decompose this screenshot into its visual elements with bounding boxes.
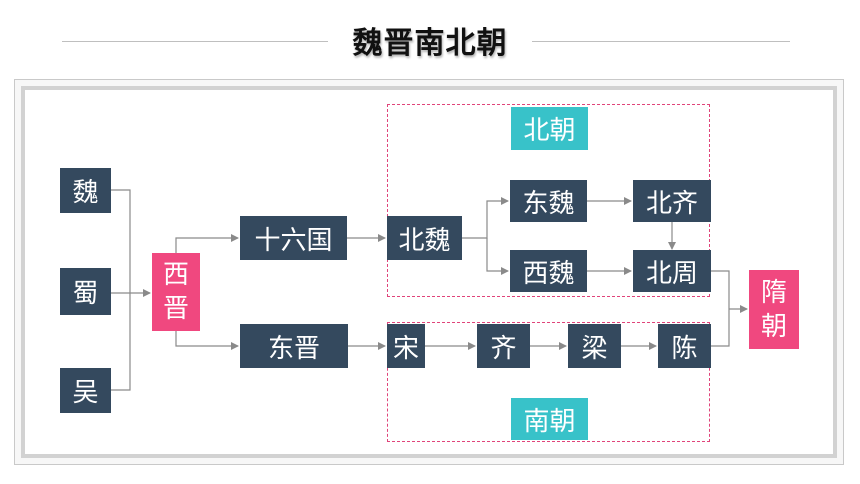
node-qi: 齐 — [477, 324, 530, 368]
page-title: 魏晋南北朝 — [352, 26, 508, 61]
node-chen: 陈 — [658, 324, 711, 368]
node-wu: 吴 — [60, 368, 111, 413]
node-beiqi: 北齐 — [633, 180, 711, 222]
connector-beiwei-dongwei — [462, 197, 509, 239]
node-suichao-char-1: 隋 — [760, 277, 787, 308]
node-xijin-char-2: 晋 — [162, 294, 189, 324]
node-dongwei: 东魏 — [510, 180, 587, 222]
node-suichao: 隋 朝 — [749, 270, 799, 349]
label-beichao: 北朝 — [511, 107, 588, 150]
node-liang: 梁 — [568, 324, 621, 368]
node-xijin-char-1: 西 — [162, 260, 189, 290]
node-shiliuguo: 十六国 — [240, 216, 347, 260]
title-rule-left — [62, 41, 328, 42]
node-xijin: 西 晋 — [152, 253, 200, 331]
connector-xijin-dongjin — [175, 331, 239, 350]
southern-dynasties-region — [387, 322, 710, 442]
node-beizhou: 北周 — [633, 250, 711, 292]
connector-xijin-shiliuguo — [175, 234, 239, 253]
connector-chen-sui — [711, 309, 730, 347]
connector-beiwei-xiwei — [486, 238, 509, 275]
node-suichao-char-2: 朝 — [760, 311, 787, 342]
node-wei: 魏 — [60, 168, 111, 213]
node-xiwei: 西魏 — [510, 250, 587, 292]
label-nanchao: 南朝 — [511, 398, 588, 440]
node-beiwei: 北魏 — [387, 216, 462, 260]
connector-beizhou-sui — [711, 270, 730, 309]
node-dongjin: 东晋 — [240, 324, 348, 368]
title-rule-right — [532, 41, 790, 42]
node-song: 宋 — [387, 324, 425, 368]
connector-wei-xijin — [111, 189, 131, 293]
node-shu: 蜀 — [60, 268, 111, 315]
connector-wu-xijin — [111, 293, 131, 391]
